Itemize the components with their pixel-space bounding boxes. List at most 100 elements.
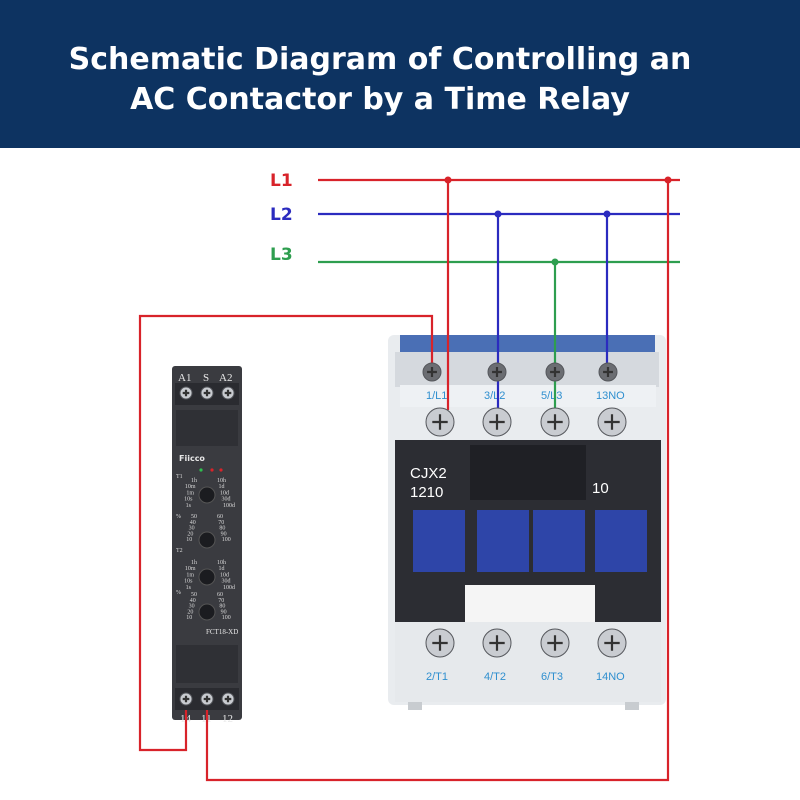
t2-range-value: 10m [185,566,196,572]
t2-percent-dial[interactable] [198,603,216,621]
terminal-label-13no: 13NO [596,390,625,402]
ac-contactor: CJX2 1210 10 1/L1 3/L2 5/L3 13NO 2/T1 4/… [388,335,666,710]
l2-junction-2 [603,210,611,218]
relay1-led [210,468,214,472]
t1-range-value: 1h [191,478,197,484]
relay-upper-window [176,410,238,446]
contactor-model-line-2: 1210 [410,484,443,501]
t2-range-value: 30d [222,579,231,585]
t2-percent-label: % [176,590,181,596]
contactor-bottom-screw-1[interactable] [425,628,455,658]
contactor-top-cap [400,335,655,353]
t2-percent-value: 60 [217,592,223,598]
t1-range-value: 10d [220,490,229,496]
contactor-top-rear-screw-1[interactable] [422,362,442,382]
terminal-label-6t3: 6/T3 [541,671,563,683]
housing-recess [470,445,586,500]
relay-bottom-screw-1[interactable] [179,692,193,706]
contactor-model-line-1: CJX2 [410,465,447,482]
relay-terminal-12: 12 [222,713,233,725]
contactor-top-screw-1[interactable] [425,407,455,437]
t1-percent-value: 60 [217,514,223,520]
t2-percent-value: 80 [219,604,225,610]
l1-junction [444,176,452,184]
relay-bottom-screw-2[interactable] [200,692,214,706]
wires [138,178,680,782]
title-banner [0,0,800,148]
t1-percent-value: 90 [221,531,227,537]
blue-contact-block-1 [413,510,465,572]
t2-range-dial[interactable] [198,568,216,586]
t1-percent-value: 100 [222,537,231,543]
t1-range-value: 1s [186,503,192,509]
t1-percent-dial[interactable] [198,531,216,549]
t2-percent-value: 90 [221,609,227,615]
contactor-top-rear-screw-2[interactable] [487,362,507,382]
contactor-top-rear-screw-3[interactable] [545,362,565,382]
t1-percent-value: 80 [219,526,225,532]
contactor-bottom-screw-4[interactable] [597,628,627,658]
t2-range-value: 1m [186,572,194,578]
contactor-top-screw-3[interactable] [540,407,570,437]
t2-percent-value: 70 [218,598,224,604]
t2-range-value: 1s [186,585,192,591]
t2-range-value: 10s [184,579,193,585]
t2-range-value: 1d [219,566,225,572]
t2-percent-value: 40 [190,598,196,604]
contactor-top-rear-screw-4[interactable] [598,362,618,382]
relay-terminal-a2: A2 [219,372,232,384]
contactor-top-screw-4[interactable] [597,407,627,437]
time-relay: A1 S A2 14 11 12 Fiicco FCT18-XD T1 % T2… [172,366,242,725]
t1-range-value: 10m [185,484,196,490]
t1-range-value: 1m [186,490,194,496]
contactor-top-screw-2[interactable] [482,407,512,437]
blue-contact-block-4 [595,510,647,572]
t2-label: T2 [176,548,183,554]
t2-percent-value: 50 [191,592,197,598]
t1-range-value: 10h [217,478,226,484]
l2-junction-1 [494,210,502,218]
t1-percent-value: 50 [191,514,197,520]
t1-percent-value: 30 [189,526,195,532]
contactor-bottom-screw-2[interactable] [482,628,512,658]
relay-brand: Fiicco [179,454,205,463]
t1-range-value: 30d [222,497,231,503]
t1-range-dial[interactable] [198,486,216,504]
terminal-label-2t1: 2/T1 [426,671,448,683]
t2-range-value: 10h [217,560,226,566]
t2-percent-value: 10 [186,615,192,621]
blue-contact-block-3 [533,510,585,572]
relay-top-screw-2[interactable] [200,386,214,400]
t2-range-value: 1h [191,560,197,566]
t1-label: T1 [176,474,183,480]
l3-junction [551,258,559,266]
t2-percent-value: 100 [222,615,231,621]
relay-top-screw-1[interactable] [179,386,193,400]
relay-terminal-a1: A1 [178,372,191,384]
top-label-strip [400,385,656,407]
terminal-label-3l2: 3/L2 [484,390,505,402]
terminal-label-5l3: 5/L3 [541,390,562,402]
relay-top-screw-3[interactable] [221,386,235,400]
t2-percent-value: 30 [189,604,195,610]
contactor-bottom-screw-3[interactable] [540,628,570,658]
title-line-2: AC Contactor by a Time Relay [130,82,630,117]
t2-range-value: 10d [220,572,229,578]
t2-percent-value: 20 [187,609,193,615]
t1-percent-value: 20 [187,531,193,537]
t1-range-value: 100d [223,503,235,509]
relay-11-return [205,180,670,782]
terminal-label-14no: 14NO [596,671,625,683]
relay-terminal-s: S [203,372,209,384]
l1-to-relay-14 [138,314,434,752]
phase-label-l2: L2 [270,205,293,225]
phase-label-l3: L3 [270,245,293,265]
relay-lower-window [176,645,238,683]
phase-label-l1: L1 [270,171,293,191]
white-plate [465,585,595,627]
relay-bottom-screw-3[interactable] [221,692,235,706]
t1-percent-value: 10 [186,537,192,543]
terminal-label-4t2: 4/T2 [484,671,506,683]
diagram-title: Schematic Diagram of Controlling an AC C… [0,40,760,120]
